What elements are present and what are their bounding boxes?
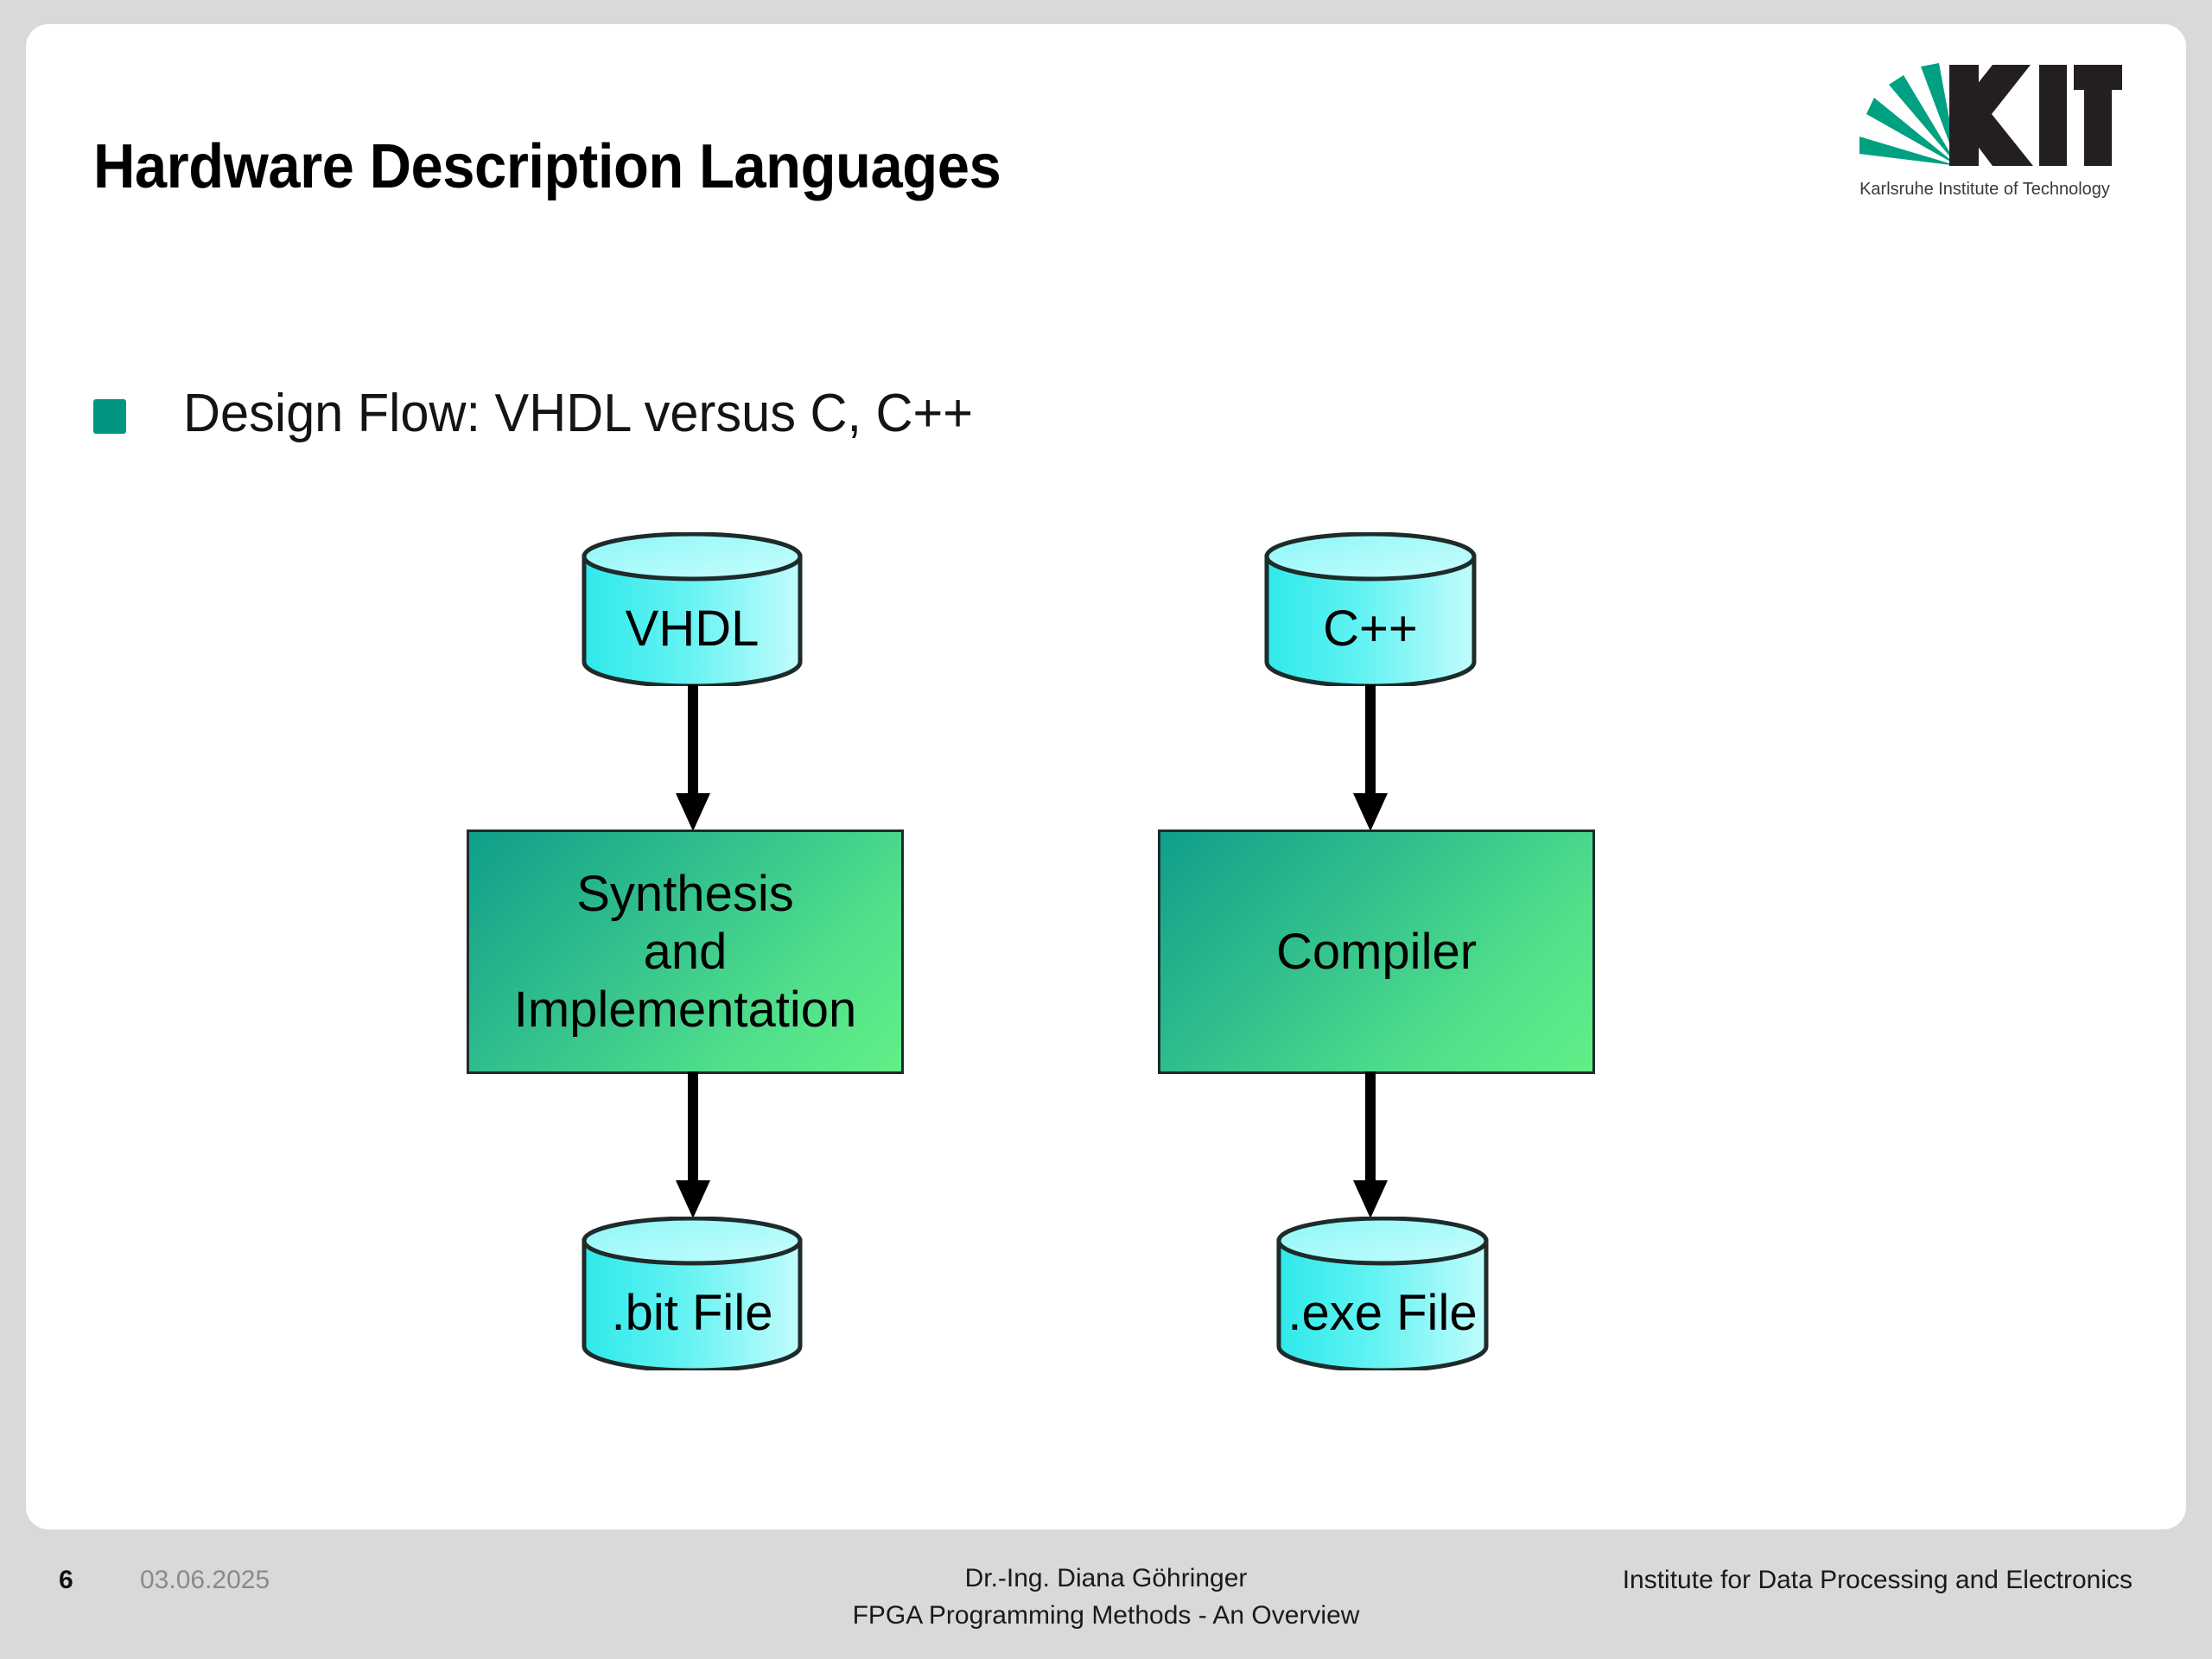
footer-institute: Institute for Data Processing and Electr…: [1622, 1566, 2133, 1594]
kit-logo-t: [2074, 65, 2122, 166]
kit-logo-subtitle: Karlsruhe Institute of Technology: [1859, 180, 2110, 199]
bullet-text: Design Flow: VHDL versus C, C++: [183, 384, 974, 443]
bullet-item: Design Flow: VHDL versus C, C++: [93, 383, 1006, 444]
footer-course: FPGA Programming Methods - An Overview: [852, 1600, 1360, 1630]
green-square-bullet-icon: [93, 398, 126, 434]
kit-logo-i: [2039, 65, 2067, 166]
footer-date: 03.06.2025: [140, 1566, 270, 1594]
kit-logo-k-arm: [1954, 65, 2033, 166]
footer-page-number: 6: [59, 1566, 73, 1594]
slide-footer: [0, 1529, 2212, 1659]
footer-center-block: Dr.-Ing. Diana Göhringer FPGA Programmin…: [0, 1560, 2212, 1634]
page-title: Hardware Description Languages: [93, 132, 1001, 201]
kit-logo: Karlsruhe Institute of Technology: [1847, 60, 2122, 207]
footer-presenter: Dr.-Ing. Diana Göhringer: [964, 1564, 1248, 1592]
slide-content-card: [26, 24, 2186, 1529]
kit-logo-rays: [1859, 63, 1958, 166]
